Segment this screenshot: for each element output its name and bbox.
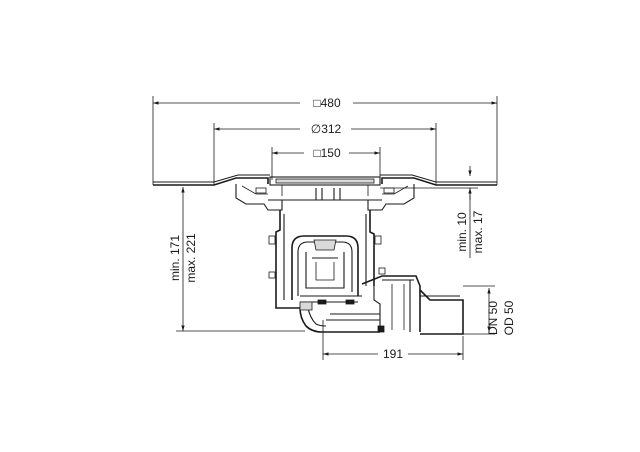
dimension-dn-label: DN 50 [486, 301, 500, 335]
dimension-od-label: OD 50 [502, 300, 516, 335]
dimension-offset-min-label: min. 10 [455, 212, 469, 252]
dimension-height-min-label: min. 171 [168, 235, 182, 281]
dimension-480-label: □480 [313, 96, 341, 110]
dimension-191-label: 191 [383, 347, 403, 361]
dimension-150-label: □150 [313, 146, 341, 160]
dimension-offset-max-label: max. 17 [471, 210, 485, 253]
drain-assembly [153, 174, 497, 335]
dimension-height-max-label: max. 221 [184, 233, 198, 283]
dimension-480: □480 [152, 96, 498, 185]
dimension-191: 191 [322, 320, 464, 361]
dimension-outlet: DN 50 OD 50 [463, 285, 516, 335]
dimension-312-label: ∅312 [311, 122, 342, 136]
dimension-312: ∅312 [213, 122, 437, 185]
dimension-150: □150 [271, 146, 381, 180]
dimension-offset: min. 10 max. 17 [380, 166, 485, 258]
dimension-height: min. 171 max. 221 [168, 187, 305, 332]
